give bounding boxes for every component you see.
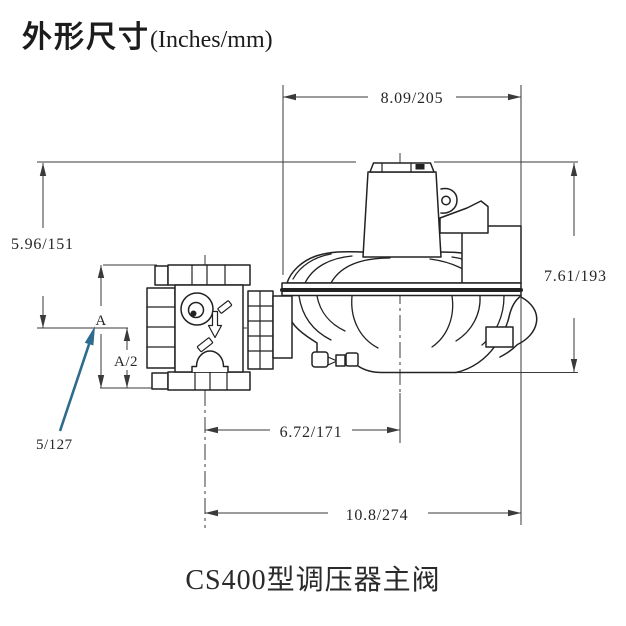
dim-face-to-face	[97, 265, 105, 388]
bracket-hole	[441, 195, 451, 206]
port-circle-inner	[187, 301, 205, 319]
dim-callout-label: 5/127	[36, 437, 73, 453]
flow-arrow-icon	[207, 310, 223, 339]
dim-a-label: A	[95, 313, 106, 329]
casing-rib	[351, 295, 379, 349]
arrowhead	[508, 93, 521, 101]
arrowhead	[205, 426, 218, 434]
dim-overall-width-label: 8.09/205	[381, 90, 444, 107]
top-flange	[167, 264, 251, 286]
cap-roof	[439, 200, 489, 234]
callout-arrow	[58, 326, 95, 432]
arrowhead	[205, 509, 218, 517]
bottom-flange	[167, 371, 251, 391]
casing-rib	[298, 295, 332, 341]
arrowhead	[97, 375, 105, 388]
drain-fitting	[485, 326, 514, 348]
stem-screw-upper	[217, 300, 233, 314]
casing-rib	[316, 295, 346, 332]
dim-a2-label: A/2	[114, 354, 138, 370]
figure-caption: CS400型调压器主阀	[185, 565, 441, 596]
vent-fitting-right	[345, 352, 359, 367]
closing-cap-box	[461, 225, 522, 284]
dim-overall-height-label: 7.61/193	[544, 268, 607, 285]
dim-top-to-centerline	[39, 163, 47, 328]
extension-lines	[37, 85, 578, 525]
dim-centerline-to-edge	[205, 509, 521, 517]
stem-screw-lower	[196, 337, 214, 353]
arrowhead	[508, 509, 521, 517]
callout-arrowhead-icon	[84, 326, 95, 346]
inlet-flange-column	[146, 287, 176, 369]
casing-rib	[431, 295, 454, 348]
spring-tower	[362, 171, 442, 258]
arrowhead	[570, 359, 578, 372]
arrowhead	[123, 328, 131, 341]
dim-overall-width	[283, 93, 521, 101]
valve-body	[146, 264, 293, 391]
top-flange-tab	[154, 265, 169, 286]
dim-centerline-to-diaphragm	[205, 426, 400, 434]
dim-half-face-to-face	[123, 328, 131, 388]
actuator-assembly	[280, 162, 538, 374]
vent-fitting-mid	[335, 354, 346, 367]
casing-rib	[455, 295, 481, 342]
arrowhead	[39, 315, 47, 328]
dome-rib	[330, 257, 391, 284]
arrowhead	[39, 163, 47, 176]
cap-plug	[415, 164, 425, 170]
seat-arch	[191, 350, 229, 373]
arrowhead	[570, 163, 578, 176]
arrowhead	[123, 375, 131, 388]
title-chinese: 外形尺寸	[22, 21, 150, 54]
tower-cap-notches	[381, 162, 412, 173]
dim-bottom-width-label: 10.8/274	[346, 507, 409, 524]
dim-top-to-centerline-label: 5.96/151	[11, 236, 74, 253]
lower-casing-bulge	[499, 296, 538, 358]
bottom-flange-tab	[151, 372, 169, 390]
adapter-spacer	[272, 295, 293, 359]
arrowhead	[387, 426, 400, 434]
page-title: 外形尺寸(Inches/mm)	[22, 12, 273, 56]
dim-overall-height-right	[570, 163, 578, 372]
vent-fitting	[311, 351, 329, 368]
port-dot	[190, 310, 197, 317]
port-circle-outer	[180, 292, 214, 326]
title-units: (Inches/mm)	[150, 27, 273, 53]
arrowhead	[283, 93, 296, 101]
arrowhead	[97, 265, 105, 278]
dim-mid-width-label: 6.72/171	[280, 424, 343, 441]
dome-rib	[304, 255, 353, 284]
dome-rib	[292, 253, 332, 280]
lower-casing-bottom	[357, 365, 457, 374]
